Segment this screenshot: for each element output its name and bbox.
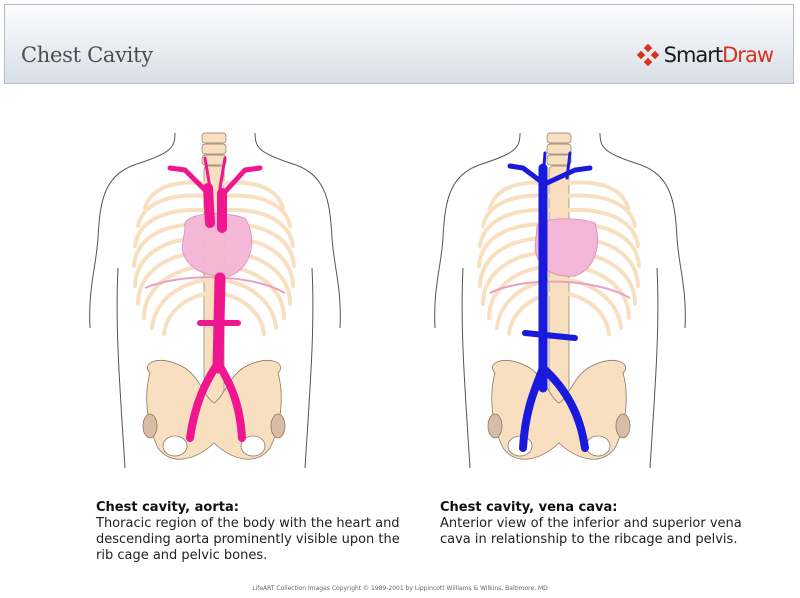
aorta-vessels	[167, 156, 263, 442]
caption-body: Thoracic region of the body with the hea…	[96, 516, 400, 563]
caption-title: Chest cavity, aorta:	[96, 500, 239, 515]
vena-cava-vessels	[507, 151, 593, 452]
caption-vena-cava: Chest cavity, vena cava: Anterior view o…	[440, 500, 770, 548]
diaphragm	[489, 280, 631, 299]
pelvis	[142, 360, 286, 460]
torso-outline	[89, 132, 341, 469]
vena-cava-illustration	[434, 132, 686, 469]
torso-outline	[434, 132, 686, 469]
caption-body: Anterior view of the inferior and superi…	[440, 516, 742, 547]
logo-text-smart: Smart	[663, 43, 724, 67]
heart	[181, 213, 253, 277]
page-title: Chest Cavity	[21, 43, 153, 67]
caption-title: Chest cavity, vena cava:	[440, 500, 618, 515]
logo-text-draw: Draw	[722, 43, 774, 67]
copyright-credit: LifeART Collection Images Copyright © 19…	[252, 585, 548, 592]
aorta-illustration	[89, 132, 341, 469]
caption-aorta: Chest cavity, aorta: Thoracic region of …	[96, 500, 416, 564]
smartdraw-diamond-icon	[636, 44, 659, 66]
